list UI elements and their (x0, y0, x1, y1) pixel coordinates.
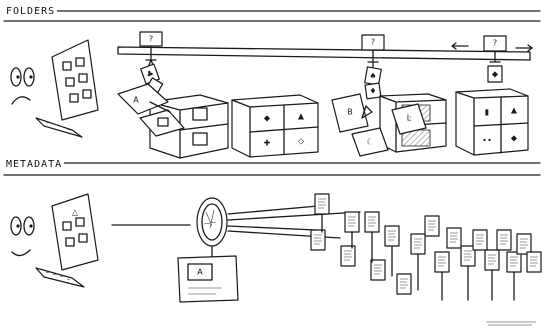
svg-text:∙∙: ∙∙ (482, 136, 492, 145)
filing-cabinet-3: B ☾ Ŀ (332, 94, 446, 156)
search-terminal: A (178, 256, 238, 302)
svg-text:♠: ♠ (369, 72, 376, 81)
search-lens (197, 198, 227, 258)
memo-14 (473, 230, 487, 250)
hook-1-question: ? (149, 35, 153, 44)
svg-text:◇: ◇ (298, 137, 305, 146)
memo-18 (517, 234, 531, 254)
memo-15 (485, 250, 499, 270)
folders-monitor (52, 40, 98, 120)
memo-3 (345, 212, 359, 232)
rail-hook-1-label: ? (149, 35, 153, 44)
hook-2-question: ? (371, 38, 375, 47)
filing-cabinet-4: ▮ ▲ ∙∙ ◆ (456, 89, 528, 155)
memo-5 (371, 260, 385, 280)
memo-1 (315, 194, 329, 214)
memo-11 (435, 252, 449, 272)
memo-10 (425, 216, 439, 236)
memo-4 (341, 246, 355, 266)
memo-19 (527, 252, 541, 272)
memo-12 (447, 228, 461, 248)
svg-text:△: △ (72, 208, 79, 217)
svg-text:Ŀ: Ŀ (407, 114, 412, 123)
svg-text:♦: ♦ (369, 87, 376, 96)
metadata-section-label: METADATA (4, 159, 64, 170)
svg-text:A: A (133, 96, 139, 105)
svg-text:▲: ▲ (511, 106, 518, 115)
metadata-person-face (11, 217, 34, 256)
metadata-keyboard (36, 268, 84, 287)
overhead-rail (118, 47, 530, 60)
filing-cabinet-2: ◆ ▲ ✚ ◇ (232, 95, 318, 157)
memo-2 (311, 230, 325, 250)
svg-text:◆: ◆ (264, 114, 271, 123)
svg-text:▲: ▲ (298, 112, 305, 121)
svg-text:✚: ✚ (264, 139, 271, 148)
svg-text:◆: ◆ (511, 134, 518, 143)
metadata-monitor: △ (52, 194, 98, 270)
svg-text:B: B (347, 108, 353, 117)
rail-hook-2: ? ♠ ♦ (362, 35, 384, 99)
hook-3-question: ? (493, 39, 497, 48)
memo-8 (397, 274, 411, 294)
svg-text:◆: ◆ (492, 70, 499, 79)
folders-person-face (11, 68, 34, 104)
signature-scribble (486, 322, 536, 325)
memo-9 (411, 234, 425, 254)
search-rays (228, 206, 360, 238)
memo-16 (497, 230, 511, 250)
memo-17 (507, 252, 521, 272)
document-field (311, 194, 541, 300)
svg-text:▮: ▮ (485, 108, 489, 117)
folders-section-label: FOLDERS (4, 6, 57, 17)
svg-text:☾: ☾ (366, 138, 373, 147)
memo-7 (385, 226, 399, 246)
terminal-screen-mark: A (197, 268, 203, 277)
filing-cabinet-1: A (118, 84, 228, 158)
memo-6 (365, 212, 379, 232)
folders-keyboard (36, 118, 82, 137)
